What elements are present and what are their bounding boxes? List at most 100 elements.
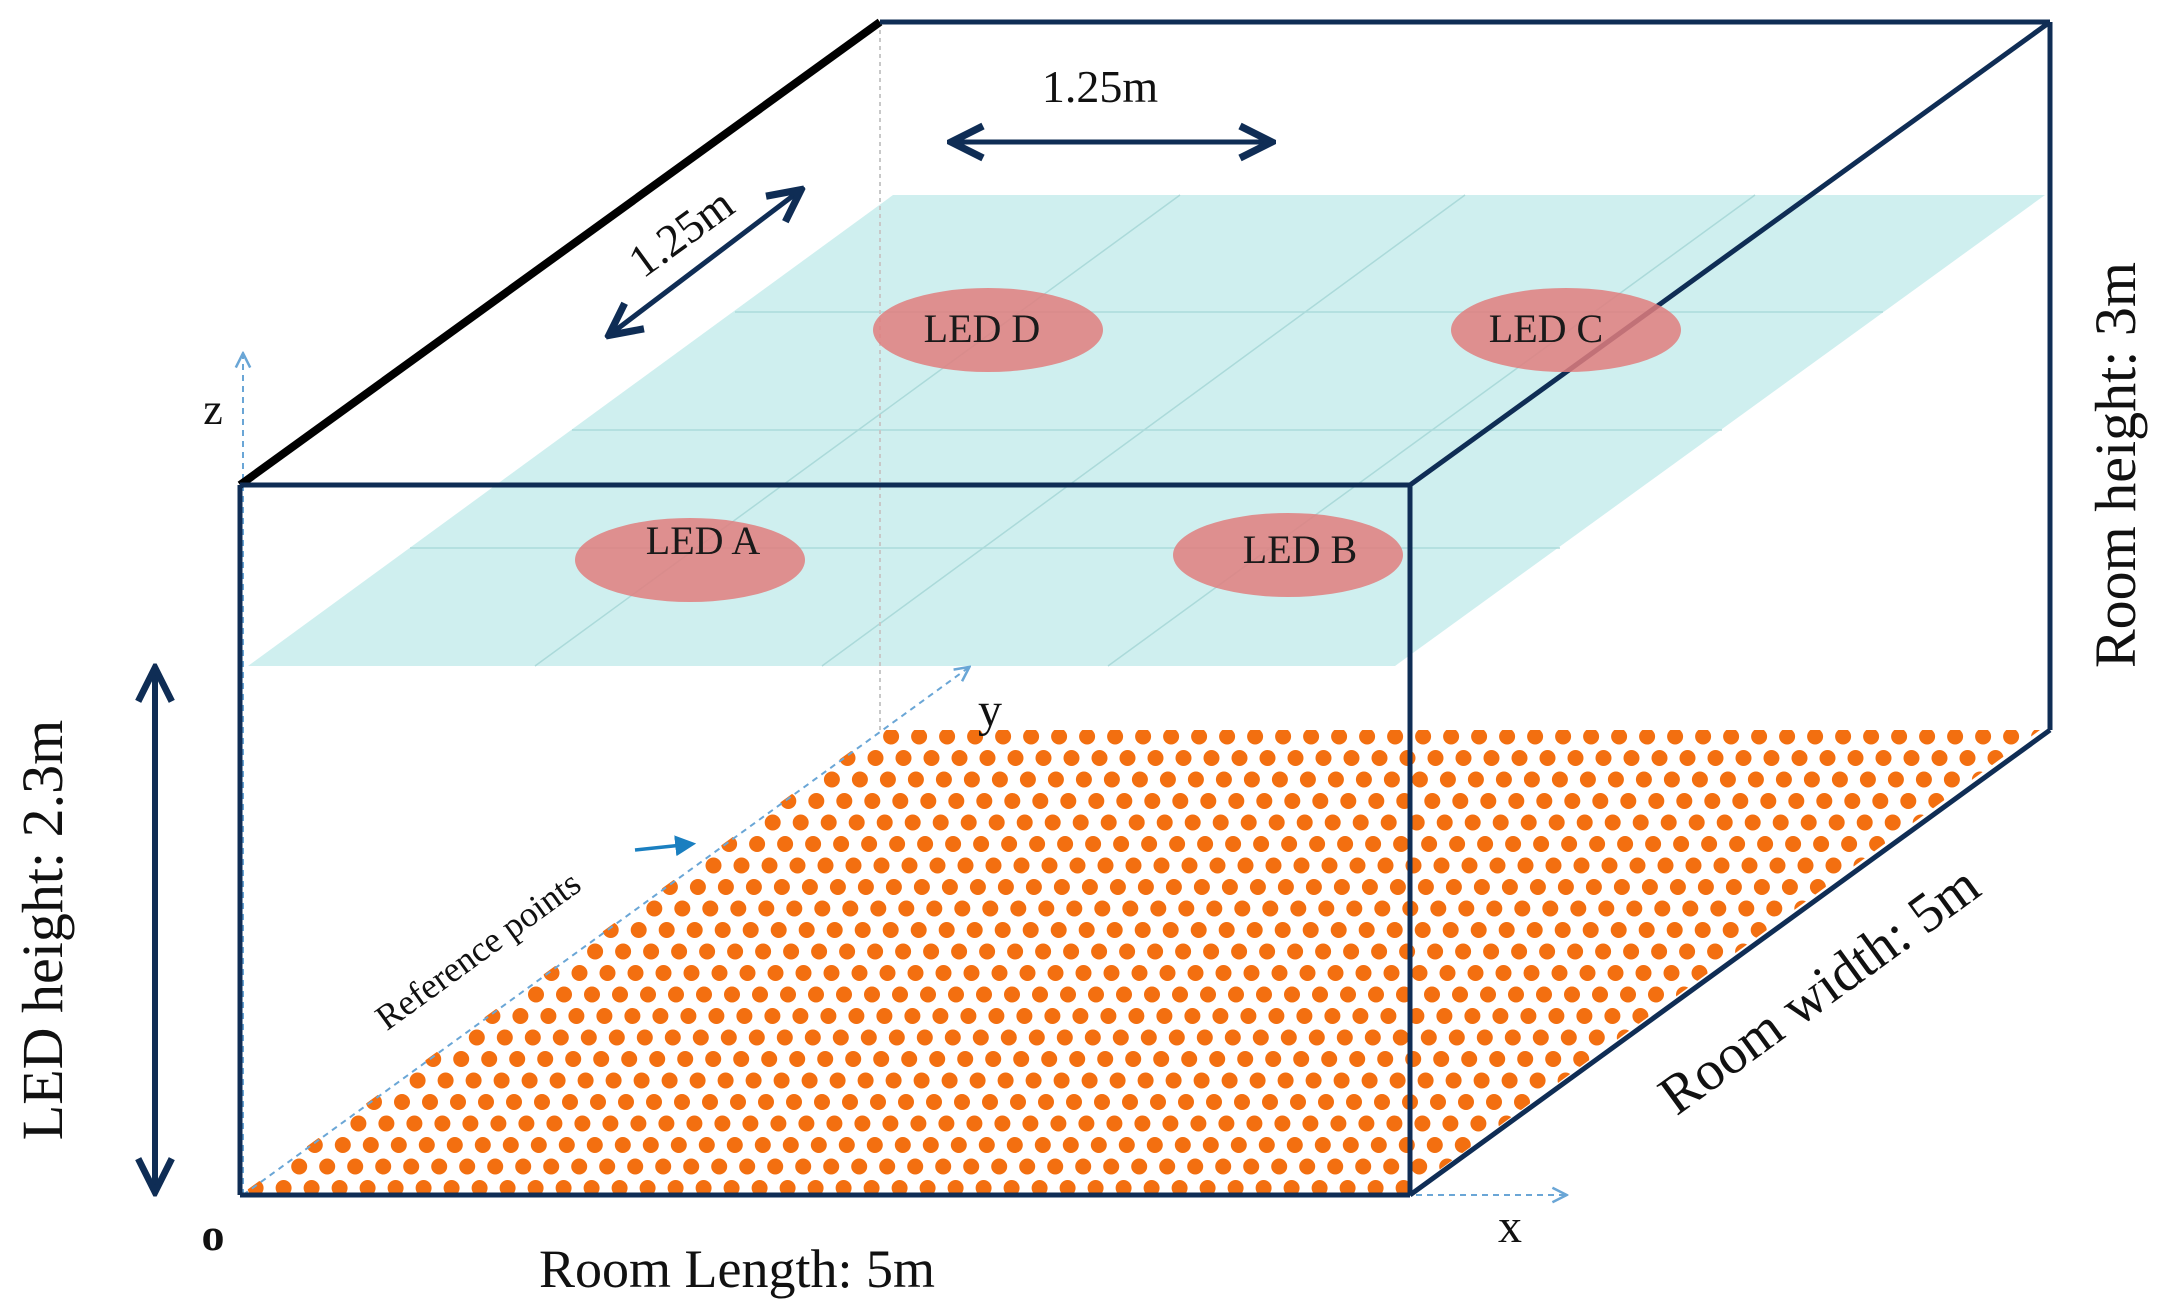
- reference-point: [1324, 1008, 1341, 1024]
- reference-point: [1318, 1094, 1334, 1110]
- reference-point: [1679, 943, 1696, 960]
- reference-point: [839, 943, 856, 960]
- reference-point: [1302, 1115, 1319, 1132]
- reference-point: [702, 1094, 718, 1110]
- reference-point: [1414, 922, 1431, 938]
- reference-point: [1900, 793, 1917, 809]
- reference-point: [1663, 771, 1680, 788]
- reference-point: [1557, 879, 1574, 895]
- reference-point: [1925, 836, 1942, 852]
- reference-point: [1122, 1094, 1138, 1110]
- reference-point: [1629, 1051, 1646, 1067]
- reference-point: [1729, 836, 1746, 852]
- reference-point: [910, 922, 927, 938]
- reference-point: [913, 879, 930, 895]
- reference-point: [621, 1051, 638, 1067]
- reference-point: [431, 1158, 448, 1175]
- reference-point: [1508, 986, 1524, 1003]
- reference-point: [1931, 943, 1948, 960]
- reference-point: [1287, 943, 1304, 960]
- reference-point: [1062, 1137, 1079, 1153]
- reference-point: [1022, 1115, 1039, 1132]
- reference-point: [901, 857, 918, 874]
- led-plane: [248, 194, 2045, 667]
- reference-point: [1141, 836, 1158, 852]
- led-d-label: LED D: [924, 306, 1041, 351]
- reference-point: [1430, 1094, 1446, 1110]
- reference-point: [1766, 1094, 1782, 1110]
- reference-point: [1999, 1158, 2016, 1175]
- reference-point: [291, 1158, 308, 1175]
- reference-point: [1567, 750, 1584, 766]
- reference-point: [1053, 879, 1070, 895]
- reference-point: [1140, 1029, 1157, 1046]
- reference-point: [1274, 1115, 1291, 1132]
- reference-point: [1184, 814, 1201, 831]
- reference-point: [1178, 1094, 1194, 1110]
- reference-point: [568, 1008, 585, 1024]
- reference-point: [565, 1051, 582, 1067]
- reference-point: [1156, 814, 1173, 831]
- reference-point: [680, 1008, 697, 1024]
- reference-point: [1371, 943, 1388, 960]
- reference-point: [1607, 1158, 1624, 1175]
- reference-point: [1234, 1094, 1250, 1110]
- reference-point: [1113, 836, 1130, 852]
- reference-point: [711, 1158, 728, 1175]
- reference-point: [1695, 730, 1712, 745]
- reference-point: [761, 1051, 778, 1067]
- reference-point: [1588, 1029, 1605, 1046]
- reference-point: [1445, 1072, 1462, 1089]
- reference-point: [1779, 730, 1796, 745]
- led-d-ellipse: [873, 288, 1103, 372]
- reference-point: [994, 922, 1011, 938]
- reference-point: [770, 1115, 787, 1132]
- reference-point: [1091, 943, 1108, 960]
- reference-point: [1106, 1115, 1123, 1132]
- reference-point: [1144, 986, 1160, 1003]
- reference-point: [1738, 1094, 1754, 1110]
- reference-point: [836, 986, 852, 1003]
- led-height-label: LED height: 2.3m: [10, 720, 75, 1140]
- reference-point: [1258, 1137, 1275, 1153]
- reference-point: [2046, 901, 2062, 917]
- reference-point: [1583, 730, 1600, 745]
- reference-point: [1968, 1008, 1985, 1024]
- reference-point: [911, 730, 928, 745]
- reference-point: [1321, 857, 1338, 874]
- reference-point: [375, 1158, 392, 1175]
- reference-point: [1962, 1094, 1978, 1110]
- reference-point: [969, 879, 986, 895]
- reference-point: [1751, 730, 1768, 745]
- reference-point: [1116, 793, 1133, 809]
- reference-point: [1380, 1008, 1397, 1024]
- reference-point: [1107, 730, 1124, 745]
- led-c-label: LED C: [1489, 306, 1603, 351]
- reference-point: [739, 1158, 756, 1175]
- reference-point: [1694, 922, 1711, 938]
- reference-point: [1075, 1158, 1092, 1175]
- reference-point: [1769, 857, 1786, 874]
- reference-point: [661, 879, 678, 895]
- reference-point: [1825, 1051, 1842, 1067]
- reference-point: [1041, 1051, 1058, 1067]
- reference-point: [1807, 730, 1824, 745]
- reference-point: [1209, 857, 1226, 874]
- reference-point: [1284, 986, 1300, 1003]
- reference-point: [1900, 986, 1916, 1003]
- reference-point: [1638, 922, 1655, 938]
- reference-point: [758, 900, 775, 917]
- reference-point: [1125, 857, 1142, 874]
- reference-point: [1196, 1029, 1213, 1046]
- reference-point: [1359, 730, 1376, 745]
- reference-point: [1884, 814, 1901, 831]
- reference-point: [1794, 1094, 1810, 1110]
- reference-point: [1887, 1158, 1904, 1175]
- reference-point: [1734, 1137, 1751, 1153]
- reference-point: [1081, 1072, 1098, 1089]
- reference-point: [885, 1072, 902, 1089]
- reference-point: [1299, 771, 1316, 788]
- reference-point: [1847, 750, 1864, 766]
- reference-point: [1032, 793, 1049, 809]
- reference-point: [1094, 900, 1111, 917]
